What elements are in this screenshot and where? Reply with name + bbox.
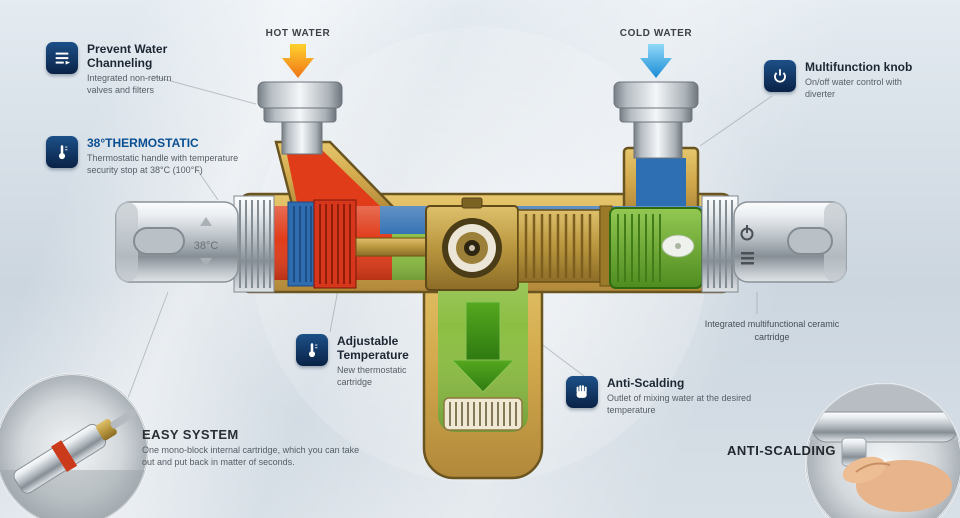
thermometer-icon bbox=[46, 136, 78, 168]
temp-up-triangle-icon bbox=[200, 217, 212, 226]
easy-system-title: EASY SYSTEM bbox=[142, 427, 239, 442]
easy-system-text: EASY SYSTEM One mono-block internal cart… bbox=[142, 427, 360, 469]
diverter-bars-icon bbox=[741, 252, 754, 265]
ceramic-cartridge bbox=[517, 205, 703, 289]
handle-grip-slot bbox=[133, 227, 185, 255]
callout-title: Prevent Water Channeling bbox=[87, 42, 168, 71]
callout-thermostatic: 38°THERMOSTATIC Thermostatic handle with… bbox=[46, 136, 259, 177]
hot-water-inlet-flow bbox=[286, 150, 382, 208]
power-symbol-icon bbox=[740, 225, 754, 241]
thermometer-icon bbox=[296, 334, 328, 366]
handle-temp-label: 38°C bbox=[194, 240, 219, 252]
anti-scalding-photo-label: ANTI-SCALDING bbox=[727, 443, 837, 458]
aerator-grille bbox=[443, 397, 523, 431]
handle-grip-slot bbox=[787, 227, 833, 255]
mixing-valve-center bbox=[425, 197, 519, 291]
callout-anti-scalding: Anti-Scalding Outlet of mixing water at … bbox=[566, 376, 765, 417]
callout-title: Adjustable Temperature bbox=[337, 334, 409, 363]
callout-desc: Thermostatic handle with temperature sec… bbox=[87, 153, 239, 175]
cold-water-inlet-flow bbox=[636, 158, 686, 210]
cold-water-label: COLD WATER bbox=[619, 28, 693, 39]
right-collar bbox=[701, 195, 739, 293]
cold-water-arrow-icon bbox=[640, 44, 672, 78]
callout-desc: New thermostatic cartridge bbox=[337, 365, 407, 387]
hand-icon bbox=[566, 376, 598, 408]
power-icon bbox=[764, 60, 796, 92]
hot-inlet-connector bbox=[257, 81, 343, 155]
easy-system-desc: One mono-block internal cartridge, which… bbox=[142, 445, 360, 468]
multifunction-handle bbox=[733, 201, 847, 283]
callout-multifunction-knob: Multifunction knob On/off water control … bbox=[764, 60, 925, 101]
temp-down-triangle-icon bbox=[200, 258, 212, 267]
flow-down-arrow-icon bbox=[450, 301, 516, 393]
callout-desc: On/off water control with diverter bbox=[805, 77, 902, 99]
cold-inlet-connector bbox=[613, 81, 699, 159]
callout-adjustable-temperature: Adjustable Temperature New thermostatic … bbox=[296, 334, 421, 389]
temperature-handle: 38°C bbox=[115, 201, 239, 283]
callout-title: Multifunction knob bbox=[805, 60, 913, 74]
callout-prevent-water: Prevent Water Channeling Integrated non-… bbox=[46, 42, 191, 97]
hot-water-label: HOT WATER bbox=[265, 28, 331, 39]
hot-water-arrow-icon bbox=[282, 44, 314, 78]
anti-scalding-photo bbox=[805, 383, 960, 518]
callout-title: 38°THERMOSTATIC bbox=[87, 136, 199, 150]
callout-desc: Integrated non-return valves and filters bbox=[87, 73, 172, 95]
easy-system-photo bbox=[0, 373, 149, 518]
ceramic-cartridge-note: Integrated multifunctional ceramic cartr… bbox=[704, 319, 840, 342]
left-collar bbox=[233, 195, 275, 293]
leader-lines bbox=[127, 75, 773, 399]
callout-title: Anti-Scalding bbox=[607, 376, 685, 390]
callout-desc: Outlet of mixing water at the desired te… bbox=[607, 393, 752, 415]
filter-icon bbox=[46, 42, 78, 74]
